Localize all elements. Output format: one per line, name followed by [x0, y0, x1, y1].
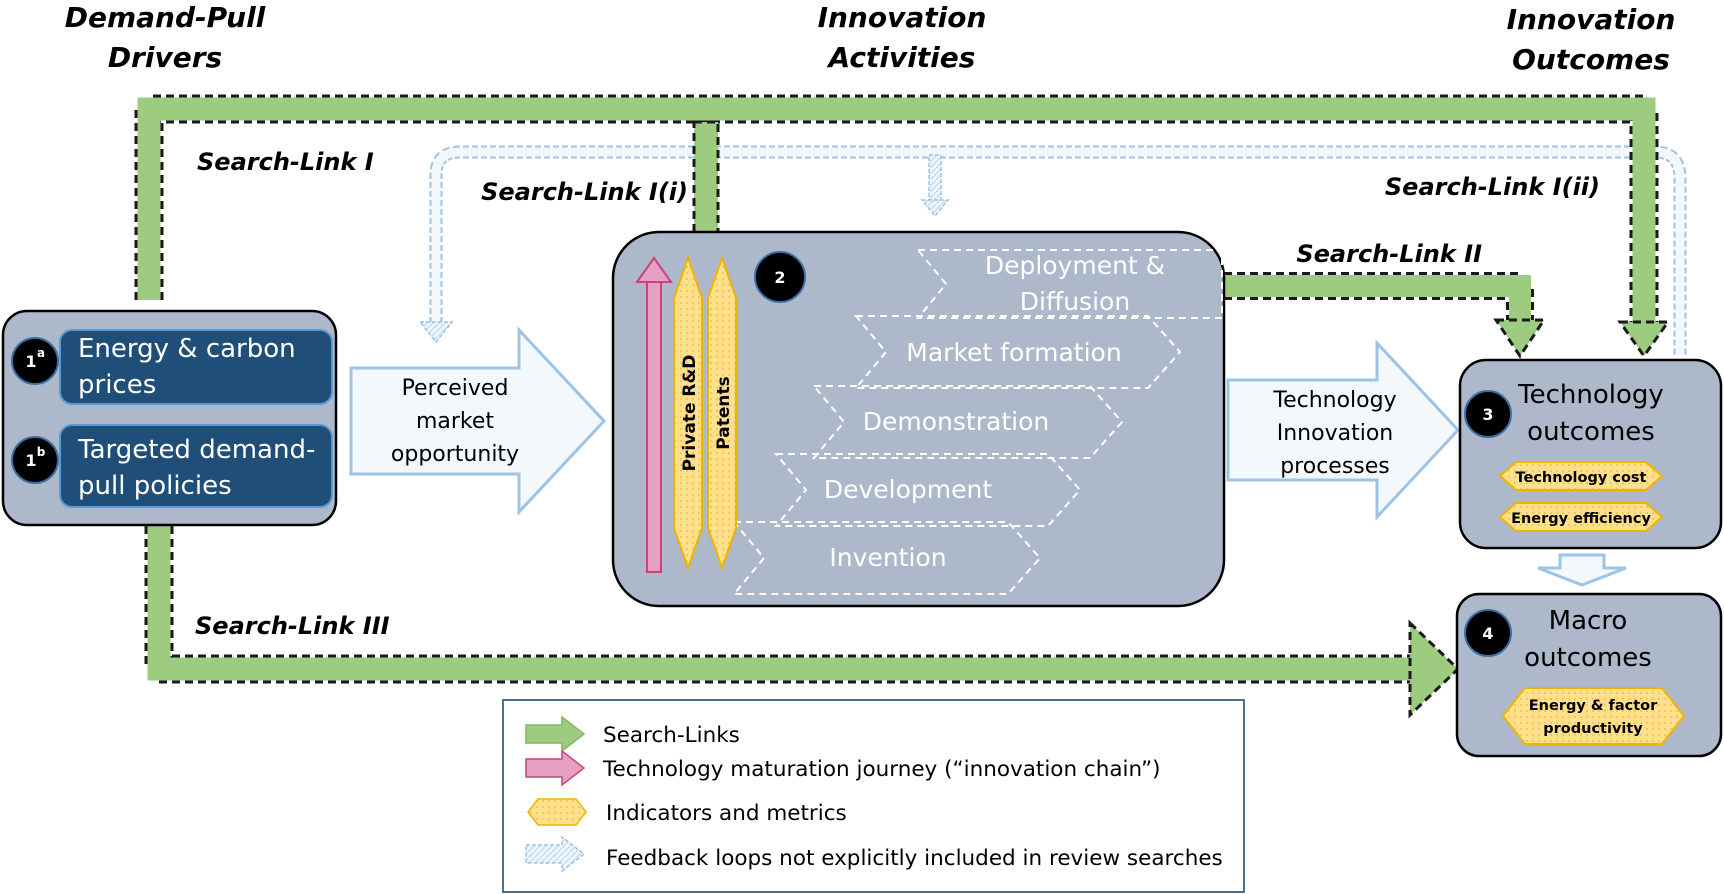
- svg-text:Outcomes: Outcomes: [1512, 43, 1670, 76]
- svg-text:Technology cost: Technology cost: [1516, 470, 1647, 486]
- svg-text:Macro: Macro: [1549, 606, 1628, 636]
- driver-targeted-policies: Targeted demand- pull policies: [77, 435, 315, 501]
- search-link-2-arrow: [1224, 272, 1547, 359]
- header-activities: Innovation Activities: [818, 1, 987, 74]
- legend-hatched-arrow-icon: [525, 835, 586, 873]
- svg-text:Perceived: Perceived: [402, 376, 509, 401]
- outcome-down-arrow: [1537, 553, 1627, 587]
- svg-text:4: 4: [1482, 624, 1493, 643]
- svg-text:Private R&D: Private R&D: [680, 355, 700, 472]
- search-link-1-arrow: [134, 94, 1671, 359]
- svg-text:Market formation: Market formation: [906, 338, 1121, 367]
- drivers-box: [1, 309, 338, 527]
- activities-box: [611, 230, 1226, 608]
- stage-market-formation: Market formation: [853, 315, 1182, 389]
- svg-text:Deployment &: Deployment &: [985, 251, 1165, 280]
- svg-text:prices: prices: [78, 370, 156, 400]
- stage-development: Development: [773, 453, 1082, 527]
- legend-feedback: Feedback loops not explicitly included i…: [525, 835, 1223, 873]
- svg-text:Development: Development: [824, 475, 992, 504]
- badge-4: 4: [1464, 609, 1512, 657]
- header-drivers: Demand-Pull Drivers: [65, 1, 266, 74]
- svg-text:Energy efficiency: Energy efficiency: [1511, 511, 1651, 527]
- badge-1b: 1 b: [11, 436, 59, 484]
- search-link-1ii-label: Search-Link I(ii): [1385, 173, 1600, 201]
- svg-text:outcomes: outcomes: [1524, 643, 1652, 673]
- badge-3: 3: [1464, 390, 1512, 438]
- svg-text:pull policies: pull policies: [78, 471, 232, 501]
- svg-text:Targeted demand-: Targeted demand-: [77, 435, 315, 465]
- svg-text:Diffusion: Diffusion: [1020, 287, 1130, 316]
- search-link-2-label: Search-Link II: [1296, 240, 1482, 268]
- svg-text:processes: processes: [1280, 454, 1390, 479]
- svg-text:outcomes: outcomes: [1527, 417, 1655, 447]
- macro-outcomes-title: Macro outcomes: [1524, 606, 1652, 673]
- svg-text:a: a: [37, 346, 45, 360]
- svg-text:Energy & carbon: Energy & carbon: [78, 334, 296, 364]
- svg-text:market: market: [416, 409, 494, 434]
- svg-text:Technology: Technology: [1272, 388, 1396, 413]
- indicator-energy-factor-productivity: Energy & factor productivity: [1501, 687, 1686, 745]
- svg-text:Innovation: Innovation: [818, 1, 987, 34]
- svg-text:b: b: [37, 445, 46, 459]
- badge-1a: 1 a: [11, 337, 59, 385]
- svg-text:Drivers: Drivers: [108, 41, 222, 74]
- technology-outcomes-title: Technology outcomes: [1517, 380, 1664, 447]
- svg-text:Technology: Technology: [1517, 380, 1664, 410]
- technology-outcomes-box: [1458, 358, 1723, 550]
- svg-text:Technology maturation journey: Technology maturation journey (“innovati…: [602, 757, 1161, 782]
- feedback-loop: [418, 145, 1687, 355]
- svg-text:2: 2: [774, 268, 785, 287]
- svg-text:Activities: Activities: [827, 41, 976, 74]
- svg-text:Energy & factor: Energy & factor: [1529, 698, 1658, 714]
- legend-indicators: Indicators and metrics: [527, 798, 847, 826]
- legend-hexagon-icon: [527, 798, 587, 826]
- legend: [502, 699, 1245, 893]
- indicator-technology-cost: Technology cost: [1498, 461, 1664, 491]
- legend-search-links: Search-Links: [525, 715, 740, 753]
- perceived-market-arrow: Perceived market opportunity: [349, 326, 607, 516]
- svg-text:Innovation: Innovation: [1277, 421, 1393, 446]
- search-link-1i-label: Search-Link I(i): [481, 178, 688, 206]
- svg-text:Demonstration: Demonstration: [863, 407, 1049, 436]
- svg-text:Indicators and metrics: Indicators and metrics: [606, 801, 847, 826]
- search-link-3-arrow: [144, 526, 1461, 719]
- svg-text:opportunity: opportunity: [391, 442, 519, 467]
- svg-text:Search-Links: Search-Links: [603, 723, 740, 748]
- indicator-energy-efficiency: Energy efficiency: [1498, 502, 1664, 532]
- legend-pink-arrow-icon: [525, 749, 586, 787]
- svg-text:Demand-Pull: Demand-Pull: [65, 1, 266, 34]
- indicator-private-rd: Private R&D: [673, 254, 703, 572]
- svg-text:1: 1: [25, 451, 36, 470]
- driver-energy-carbon-prices: Energy & carbon prices: [78, 334, 296, 400]
- svg-text:Invention: Invention: [829, 543, 946, 572]
- stage-deployment-diffusion: Deployment & Diffusion: [915, 249, 1223, 319]
- stage-invention: Invention: [731, 521, 1042, 595]
- stage-demonstration: Demonstration: [811, 385, 1124, 459]
- search-link-1-label: Search-Link I: [197, 148, 374, 176]
- indicator-patents: Patents: [707, 254, 737, 572]
- badge-2: 2: [754, 251, 806, 303]
- svg-text:1: 1: [25, 352, 36, 371]
- technology-processes-arrow: Technology Innovation processes: [1226, 339, 1461, 521]
- legend-green-arrow-icon: [525, 715, 586, 753]
- svg-text:Innovation: Innovation: [1507, 3, 1676, 36]
- svg-text:productivity: productivity: [1543, 721, 1643, 737]
- legend-maturation: Technology maturation journey (“innovati…: [525, 749, 1161, 787]
- header-outcomes: Innovation Outcomes: [1507, 3, 1676, 76]
- innovation-chain-arrow: [635, 256, 673, 573]
- search-link-3-label: Search-Link III: [195, 612, 390, 640]
- svg-text:Patents: Patents: [714, 376, 734, 449]
- svg-text:Feedback loops not explicitly: Feedback loops not explicitly included i…: [606, 846, 1223, 871]
- svg-text:3: 3: [1482, 405, 1493, 424]
